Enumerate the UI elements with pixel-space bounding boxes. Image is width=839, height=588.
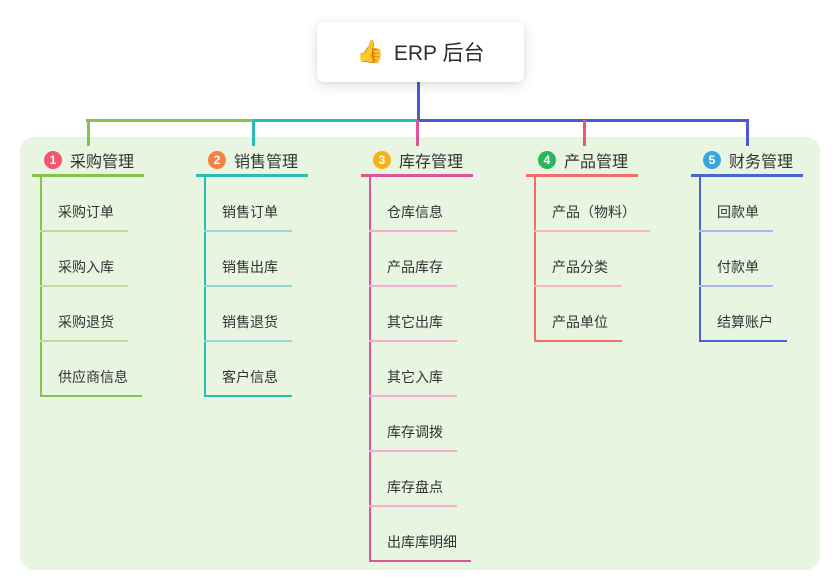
branch-number-badge: 1: [44, 151, 62, 169]
child-node[interactable]: 结算账户: [699, 312, 787, 342]
root-node-label: ERP 后台: [393, 42, 485, 65]
child-node[interactable]: 库存盘点: [369, 477, 457, 507]
branch-heading-label: 采购管理: [70, 154, 135, 171]
branch-heading-label: 库存管理: [399, 154, 464, 171]
spine-segment-teal: [253, 119, 419, 122]
branch-heading-销售管理[interactable]: 2 销售管理: [196, 146, 309, 177]
branch-trunk-line: [40, 177, 42, 397]
child-node[interactable]: 客户信息: [204, 367, 292, 397]
branch-drop-line: [87, 120, 90, 146]
branches-panel: [20, 137, 820, 570]
branch-number-badge: 2: [208, 151, 226, 169]
branch-number-badge: 3: [373, 151, 391, 169]
child-node[interactable]: 采购入库: [40, 257, 128, 287]
child-node[interactable]: 销售出库: [204, 257, 292, 287]
child-node[interactable]: 付款单: [699, 257, 773, 287]
child-node[interactable]: 库存调拨: [369, 422, 457, 452]
branch-heading-label: 销售管理: [234, 154, 299, 171]
child-node[interactable]: 销售订单: [204, 202, 292, 232]
child-node[interactable]: 其它入库: [369, 367, 457, 397]
thumbs-up-icon: 👍: [356, 39, 384, 64]
child-node[interactable]: 出库库明细: [369, 532, 471, 562]
branch-drop-line: [583, 120, 586, 146]
branch-number-badge: 4: [538, 151, 556, 169]
child-node[interactable]: 采购订单: [40, 202, 128, 232]
branch-heading-label: 产品管理: [564, 154, 629, 171]
child-node[interactable]: 产品单位: [534, 312, 622, 342]
branch-drop-line: [416, 120, 419, 146]
branch-heading-财务管理[interactable]: 5 财务管理: [691, 146, 804, 177]
child-node[interactable]: 仓库信息: [369, 202, 457, 232]
child-node[interactable]: 产品库存: [369, 257, 457, 287]
branch-heading-采购管理[interactable]: 1 采购管理: [32, 146, 145, 177]
child-node[interactable]: 回款单: [699, 202, 773, 232]
branch-number-badge: 5: [703, 151, 721, 169]
branch-trunk-line: [369, 177, 371, 562]
branch-heading-label: 财务管理: [729, 154, 794, 171]
branch-drop-line: [252, 120, 255, 146]
child-node[interactable]: 供应商信息: [40, 367, 142, 397]
branch-drop-line: [746, 120, 749, 146]
child-node[interactable]: 采购退货: [40, 312, 128, 342]
branch-trunk-line: [699, 177, 701, 342]
root-node[interactable]: 👍 ERP 后台: [317, 22, 524, 82]
child-node[interactable]: 销售退货: [204, 312, 292, 342]
spine-segment-green: [86, 119, 253, 122]
branch-trunk-line: [534, 177, 536, 342]
branch-heading-库存管理[interactable]: 3 库存管理: [361, 146, 474, 177]
root-connector-line: [417, 82, 420, 122]
child-node[interactable]: 产品分类: [534, 257, 622, 287]
branch-heading-产品管理[interactable]: 4 产品管理: [526, 146, 639, 177]
child-node[interactable]: 产品（物料）: [534, 202, 650, 232]
branch-trunk-line: [204, 177, 206, 397]
child-node[interactable]: 其它出库: [369, 312, 457, 342]
